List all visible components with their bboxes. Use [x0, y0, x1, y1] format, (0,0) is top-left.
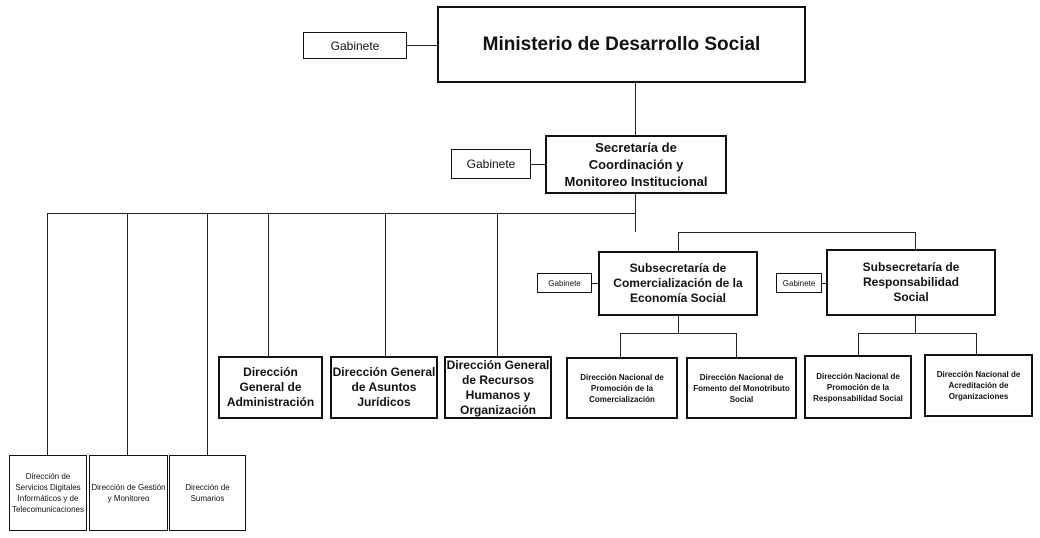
dn-acreditacion-box: Dirección Nacional de Acreditación de Or…: [924, 354, 1033, 417]
connector: [635, 193, 636, 232]
subsecretaria-responsabilidad-box: Subsecretaría de Responsabilidad Social: [826, 249, 996, 316]
connector: [678, 315, 679, 333]
connector: [385, 213, 386, 356]
dn-promocion-comercializacion-box: Dirección Nacional de Promoción de la Co…: [566, 357, 678, 419]
direccion-sumarios-box: Dirección de Sumarios: [169, 455, 246, 531]
connector: [858, 333, 859, 355]
connector: [620, 333, 737, 334]
connector: [915, 315, 916, 333]
connector: [822, 283, 826, 284]
connector: [47, 213, 48, 455]
connector: [858, 333, 977, 334]
dn-fomento-monotributo-box: Dirección Nacional de Fomento del Monotr…: [686, 357, 797, 419]
dn-promocion-responsabilidad-box: Dirección Nacional de Promoción de la Re…: [804, 355, 912, 419]
gabinete-sub-comercializacion: Gabinete: [537, 273, 592, 293]
gabinete-ministerio: Gabinete: [303, 32, 407, 59]
connector: [736, 333, 737, 357]
dg-asuntos-juridicos-box: Dirección General de Asuntos Jurídicos: [330, 356, 438, 419]
direccion-gestion-monitoreo-box: Dirección de Gestión y Monitoreo: [89, 455, 168, 531]
connector: [976, 333, 977, 354]
connector: [531, 164, 545, 165]
connector: [497, 213, 498, 356]
connector: [620, 333, 621, 357]
ministerio-box: Ministerio de Desarrollo Social: [437, 6, 806, 83]
connector: [47, 213, 636, 214]
dg-rrhh-box: Dirección General de Recursos Humanos y …: [444, 356, 552, 419]
direccion-servicios-digitales-box: Dirección de Servicios Digitales Informá…: [9, 455, 87, 531]
gabinete-sub-responsabilidad: Gabinete: [776, 273, 822, 293]
subsecretaria-comercializacion-box: Subsecretaría de Comercialización de la …: [598, 251, 758, 316]
connector: [127, 213, 128, 455]
connector: [207, 213, 208, 455]
connector: [678, 232, 679, 251]
gabinete-secretaria: Gabinete: [451, 149, 531, 179]
secretaria-box: Secretaría de Coordinación y Monitoreo I…: [545, 135, 727, 194]
connector: [592, 283, 598, 284]
dg-administracion-box: Dirección General de Administración: [218, 356, 323, 419]
connector: [268, 213, 269, 356]
connector: [915, 232, 916, 249]
connector: [407, 45, 437, 46]
connector: [678, 232, 916, 233]
connector: [635, 82, 636, 135]
